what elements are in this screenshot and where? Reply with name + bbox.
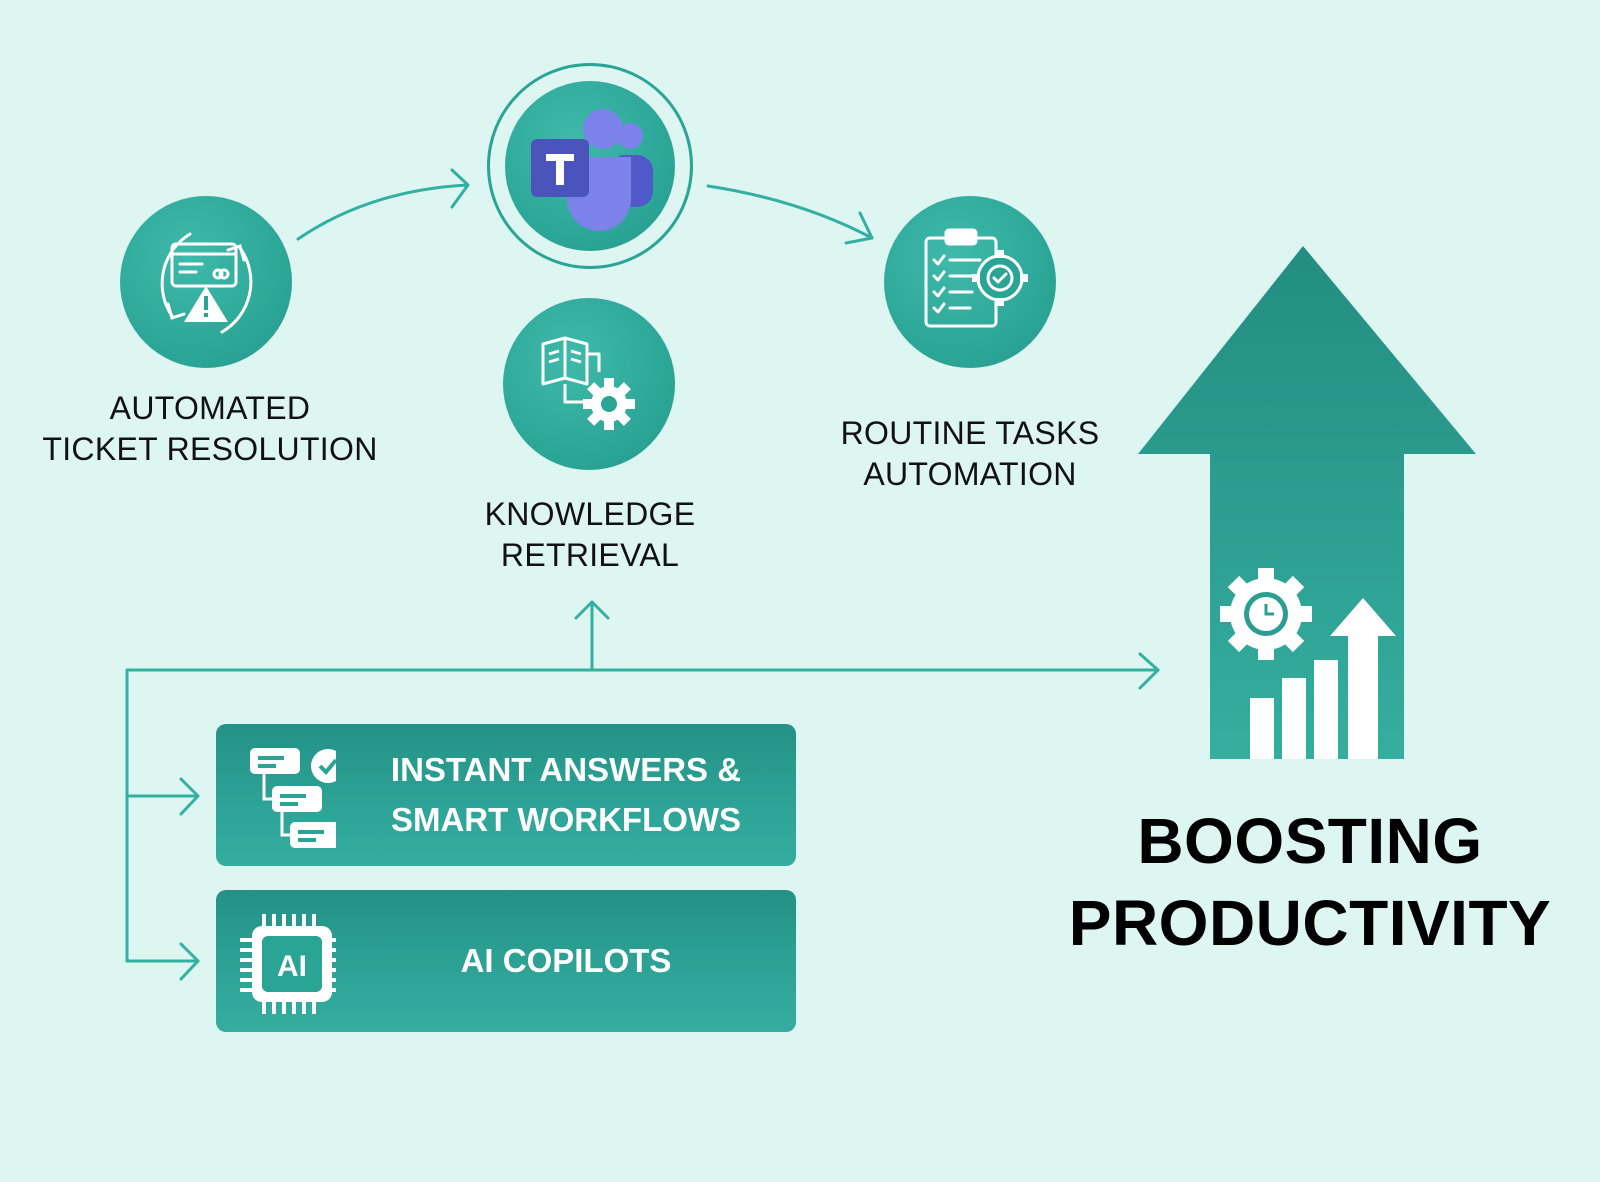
gear-clock-growth-icon bbox=[1220, 568, 1396, 759]
teams-ring bbox=[487, 63, 693, 269]
routine-node bbox=[884, 196, 1056, 368]
ai-chip-icon: AI bbox=[240, 914, 336, 1014]
ticket-label-line2: TICKET RESOLUTION bbox=[42, 431, 378, 467]
book-gear-icon bbox=[541, 336, 635, 430]
ai-copilots-card: AI AI COPILOTS bbox=[216, 890, 796, 1032]
instant-answers-card: INSTANT ANSWERS & SMART WORKFLOWS bbox=[216, 724, 796, 866]
clipboard-gear-icon bbox=[924, 228, 1028, 328]
arrow-teams-to-routine-head bbox=[844, 211, 874, 245]
routine-label: ROUTINE TASKS AUTOMATION bbox=[800, 413, 1140, 495]
arrow-ticket-to-teams-head bbox=[450, 168, 470, 209]
instant-answers-text: INSTANT ANSWERS & SMART WORKFLOWS bbox=[356, 745, 776, 845]
workflow-chat-icon bbox=[250, 748, 336, 848]
microsoft-teams-icon bbox=[531, 109, 653, 231]
routine-label-line1: ROUTINE TASKS bbox=[840, 415, 1100, 451]
arrow-ticket-to-teams bbox=[296, 183, 470, 241]
arrow-to-instant-head bbox=[179, 777, 200, 816]
big-up-arrow bbox=[1138, 246, 1476, 759]
routine-label-line2: AUTOMATION bbox=[863, 456, 1077, 492]
arrow-teams-to-routine bbox=[706, 184, 874, 240]
instant-answers-line1: INSTANT ANSWERS & bbox=[390, 751, 742, 788]
knowledge-node bbox=[503, 298, 675, 470]
arrow-up-knowledge-head bbox=[574, 600, 610, 620]
boosting-line1: BOOSTING bbox=[1137, 805, 1483, 877]
instant-answers-line2: SMART WORKFLOWS bbox=[390, 801, 742, 838]
knowledge-label-line2: RETRIEVAL bbox=[500, 537, 680, 573]
ticket-warning-icon bbox=[160, 232, 253, 334]
ai-chip-text: AI bbox=[277, 950, 307, 983]
teams-node bbox=[505, 81, 675, 251]
boosting-productivity-title: BOOSTING PRODUCTIVITY bbox=[1020, 800, 1600, 964]
ticket-label: AUTOMATED TICKET RESOLUTION bbox=[20, 388, 400, 470]
ticket-label-line1: AUTOMATED bbox=[109, 390, 311, 426]
ticket-node bbox=[120, 196, 292, 368]
knowledge-label: KNOWLEDGE RETRIEVAL bbox=[420, 494, 760, 576]
boosting-line2: PRODUCTIVITY bbox=[1068, 887, 1552, 959]
knowledge-label-line1: KNOWLEDGE bbox=[484, 496, 696, 532]
arrow-to-copilots-head bbox=[179, 942, 200, 981]
ai-copilots-text: AI COPILOTS bbox=[460, 942, 672, 979]
trunk-arrow-head bbox=[1138, 652, 1160, 690]
